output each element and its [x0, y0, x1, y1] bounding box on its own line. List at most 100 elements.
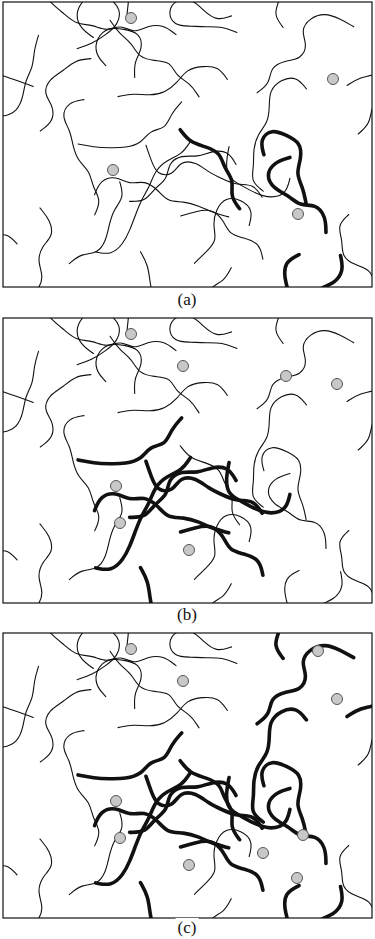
polymer-chain — [3, 188, 17, 244]
polymer-chain — [170, 318, 237, 348]
panel-label: (b) — [175, 605, 199, 625]
polymer-chain — [194, 199, 251, 264]
polymer-chain — [140, 252, 178, 287]
polymer-chain — [110, 336, 199, 413]
panel-label: (a) — [176, 290, 199, 310]
crosslink-dot — [115, 518, 126, 529]
crosslink-dot — [332, 694, 343, 705]
crosslink-dot — [126, 644, 137, 655]
bold-chain — [262, 763, 306, 835]
polymer-chain — [340, 845, 372, 918]
polymer-chain — [64, 100, 99, 215]
polymer-chain — [358, 403, 372, 450]
bold-chain — [130, 467, 236, 517]
polymer-chain — [340, 214, 372, 287]
polymer-chain — [118, 66, 227, 96]
polymer-chain — [40, 59, 91, 131]
polymer-chain — [201, 899, 231, 918]
bold-chain — [78, 418, 182, 464]
panel-frame — [3, 2, 372, 287]
polymer-chain — [347, 372, 372, 403]
polymer-chain — [3, 819, 17, 875]
crosslink-dot — [328, 74, 339, 85]
bold-chain — [227, 463, 290, 513]
polymer-chain — [78, 102, 182, 148]
polymer-chain — [3, 524, 52, 603]
bold-chain — [266, 256, 343, 287]
crosslink-dot — [178, 676, 189, 687]
polymer-chain — [194, 515, 251, 580]
polymer-chain — [276, 318, 321, 343]
polymer-chain — [170, 2, 237, 32]
polymer-chain — [268, 473, 326, 548]
polymer-chain — [257, 15, 354, 93]
polymer-chain — [118, 697, 227, 727]
crosslink-dot — [126, 329, 137, 340]
polymer-chain — [201, 268, 231, 287]
polymer-chain — [69, 813, 122, 895]
polymer-chain — [146, 145, 262, 197]
bold-chain — [262, 132, 306, 204]
polymer-chain — [3, 666, 39, 747]
polymer-chain — [3, 334, 33, 403]
crosslink-dot — [281, 371, 292, 382]
bold-chain — [180, 130, 239, 209]
bold-chain — [180, 761, 239, 840]
crosslink-dot — [293, 209, 304, 220]
polymer-chain — [110, 651, 199, 728]
polymer-chain — [96, 28, 141, 77]
polymer-chain — [194, 830, 251, 895]
crosslink-dot — [258, 848, 269, 859]
polymer-chain — [3, 649, 33, 718]
polymer-chain — [358, 87, 372, 134]
bold-chain — [285, 255, 333, 287]
polymer-chain — [257, 331, 354, 409]
bold-chain — [347, 687, 372, 718]
polymer-chain — [285, 571, 333, 603]
crosslink-dot — [126, 13, 137, 24]
network-panel — [0, 583, 375, 939]
panel-label: (c) — [176, 918, 199, 938]
polymer-chain — [180, 446, 239, 525]
bold-chain — [140, 568, 178, 603]
polymer-chain — [64, 731, 99, 846]
crosslink-dot — [332, 379, 343, 390]
polymer-chain — [64, 416, 99, 531]
panel-frame — [3, 318, 372, 603]
polymer-chain — [276, 2, 321, 27]
polymer-chain — [110, 20, 199, 97]
bold-chain — [266, 887, 343, 918]
panel-frame — [3, 633, 372, 918]
crosslink-dot — [178, 361, 189, 372]
polymer-chain — [266, 572, 343, 603]
crosslink-dot — [292, 873, 303, 884]
polymer-chain — [3, 351, 39, 432]
crosslink-dot — [108, 165, 119, 176]
crosslink-dot — [115, 833, 126, 844]
polymer-chain — [358, 718, 372, 765]
network-panel — [0, 0, 375, 371]
polymer-chain — [3, 208, 52, 287]
polymer-chain — [262, 448, 306, 520]
polymer-chain — [3, 504, 17, 560]
polymer-chain — [347, 56, 372, 87]
polymer-chain — [340, 530, 372, 603]
polymer-chain — [69, 182, 122, 264]
polymer-chain — [201, 584, 231, 603]
polymer-chain — [40, 375, 91, 447]
bold-chain — [140, 883, 178, 918]
network-panel — [0, 268, 375, 687]
crosslink-dot — [313, 646, 324, 657]
bold-chain — [257, 646, 354, 724]
polymer-chain — [3, 18, 33, 87]
polymer-chain — [170, 633, 237, 663]
polymer-chain — [96, 659, 141, 708]
crosslink-dot — [298, 830, 309, 841]
polymer-chain — [40, 690, 91, 762]
polymer-chain — [96, 344, 141, 393]
polymer-chain — [227, 147, 290, 197]
bold-chain — [227, 778, 290, 828]
bold-chain — [78, 733, 182, 779]
